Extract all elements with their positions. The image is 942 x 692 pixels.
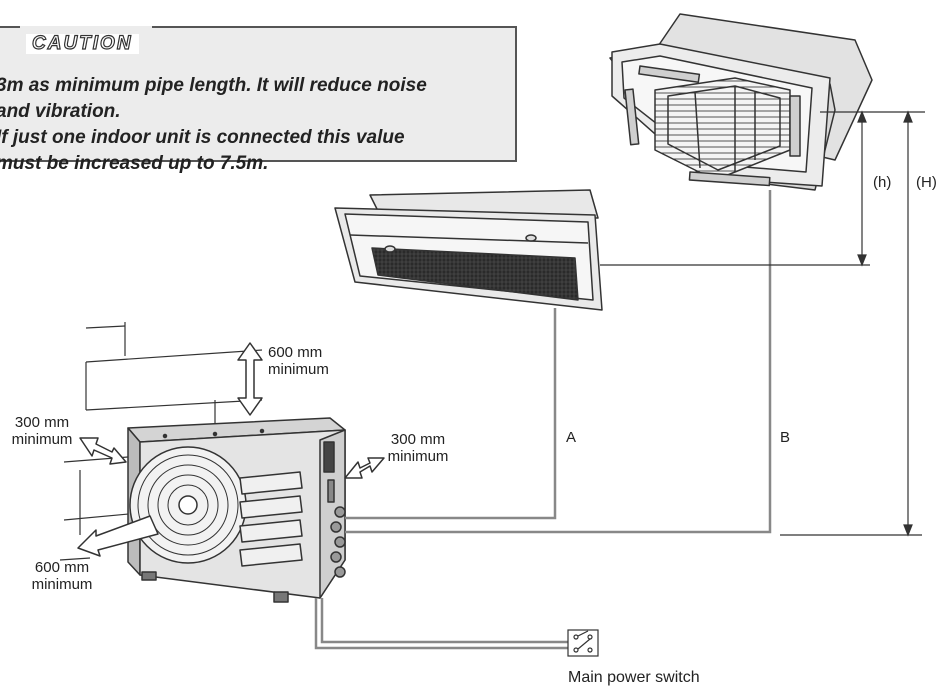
slim-indoor-unit [334, 189, 603, 311]
left-clearance-arrow [79, 437, 127, 465]
power-switch-label: Main power switch [568, 669, 700, 686]
caution-line-2: and vibration. [0, 101, 121, 122]
pipe-b-label: B [780, 429, 791, 446]
left-clearance-value: 300 mm [14, 414, 70, 431]
front-clearance-value: 600 mm [34, 559, 90, 576]
right-clearance-value: 300 mm [390, 431, 446, 448]
building-wall [59, 322, 263, 561]
cassette-indoor-unit [609, 13, 873, 191]
caution-text: 3m as minimum pipe length. It will reduc… [0, 73, 516, 177]
outdoor-unit [127, 417, 346, 603]
pipe-b [345, 190, 772, 534]
caution-box: CAUTION 3m as minimum pipe length. It wi… [0, 26, 517, 174]
dimension-lines [600, 110, 925, 537]
right-clearance-arrow [344, 457, 385, 479]
H-label: (H) [916, 174, 937, 191]
main-power-switch [567, 629, 599, 657]
front-clearance-label: 600 mm minimum [26, 559, 98, 593]
caution-line-4: must be increased up to 7.5m. [0, 153, 269, 174]
front-clearance-note: minimum [31, 576, 93, 593]
power-cable-2 [314, 598, 568, 650]
h-label: (h) [873, 174, 892, 191]
power-cable [320, 598, 568, 644]
pipe-a-label: A [566, 429, 577, 446]
right-clearance-note: minimum [387, 448, 449, 465]
top-clearance-value: 600 mm [268, 344, 323, 361]
front-clearance-arrow [77, 515, 159, 557]
top-clearance-label: 600 mm minimum [268, 344, 329, 378]
left-clearance-note: minimum [11, 431, 73, 448]
top-clearance-note: minimum [268, 361, 329, 378]
left-clearance-label: 300 mm minimum [6, 414, 78, 448]
caution-line-3: If just one indoor unit is connected thi… [0, 127, 405, 148]
clearance-arrows [77, 342, 385, 557]
right-clearance-label: 300 mm minimum [382, 431, 454, 465]
top-clearance-arrow [237, 342, 263, 416]
pipe-a [345, 308, 557, 520]
piping-lines [314, 190, 772, 650]
caution-title: CAUTION [26, 33, 139, 54]
caution-line-1: 3m as minimum pipe length. It will reduc… [0, 75, 427, 96]
